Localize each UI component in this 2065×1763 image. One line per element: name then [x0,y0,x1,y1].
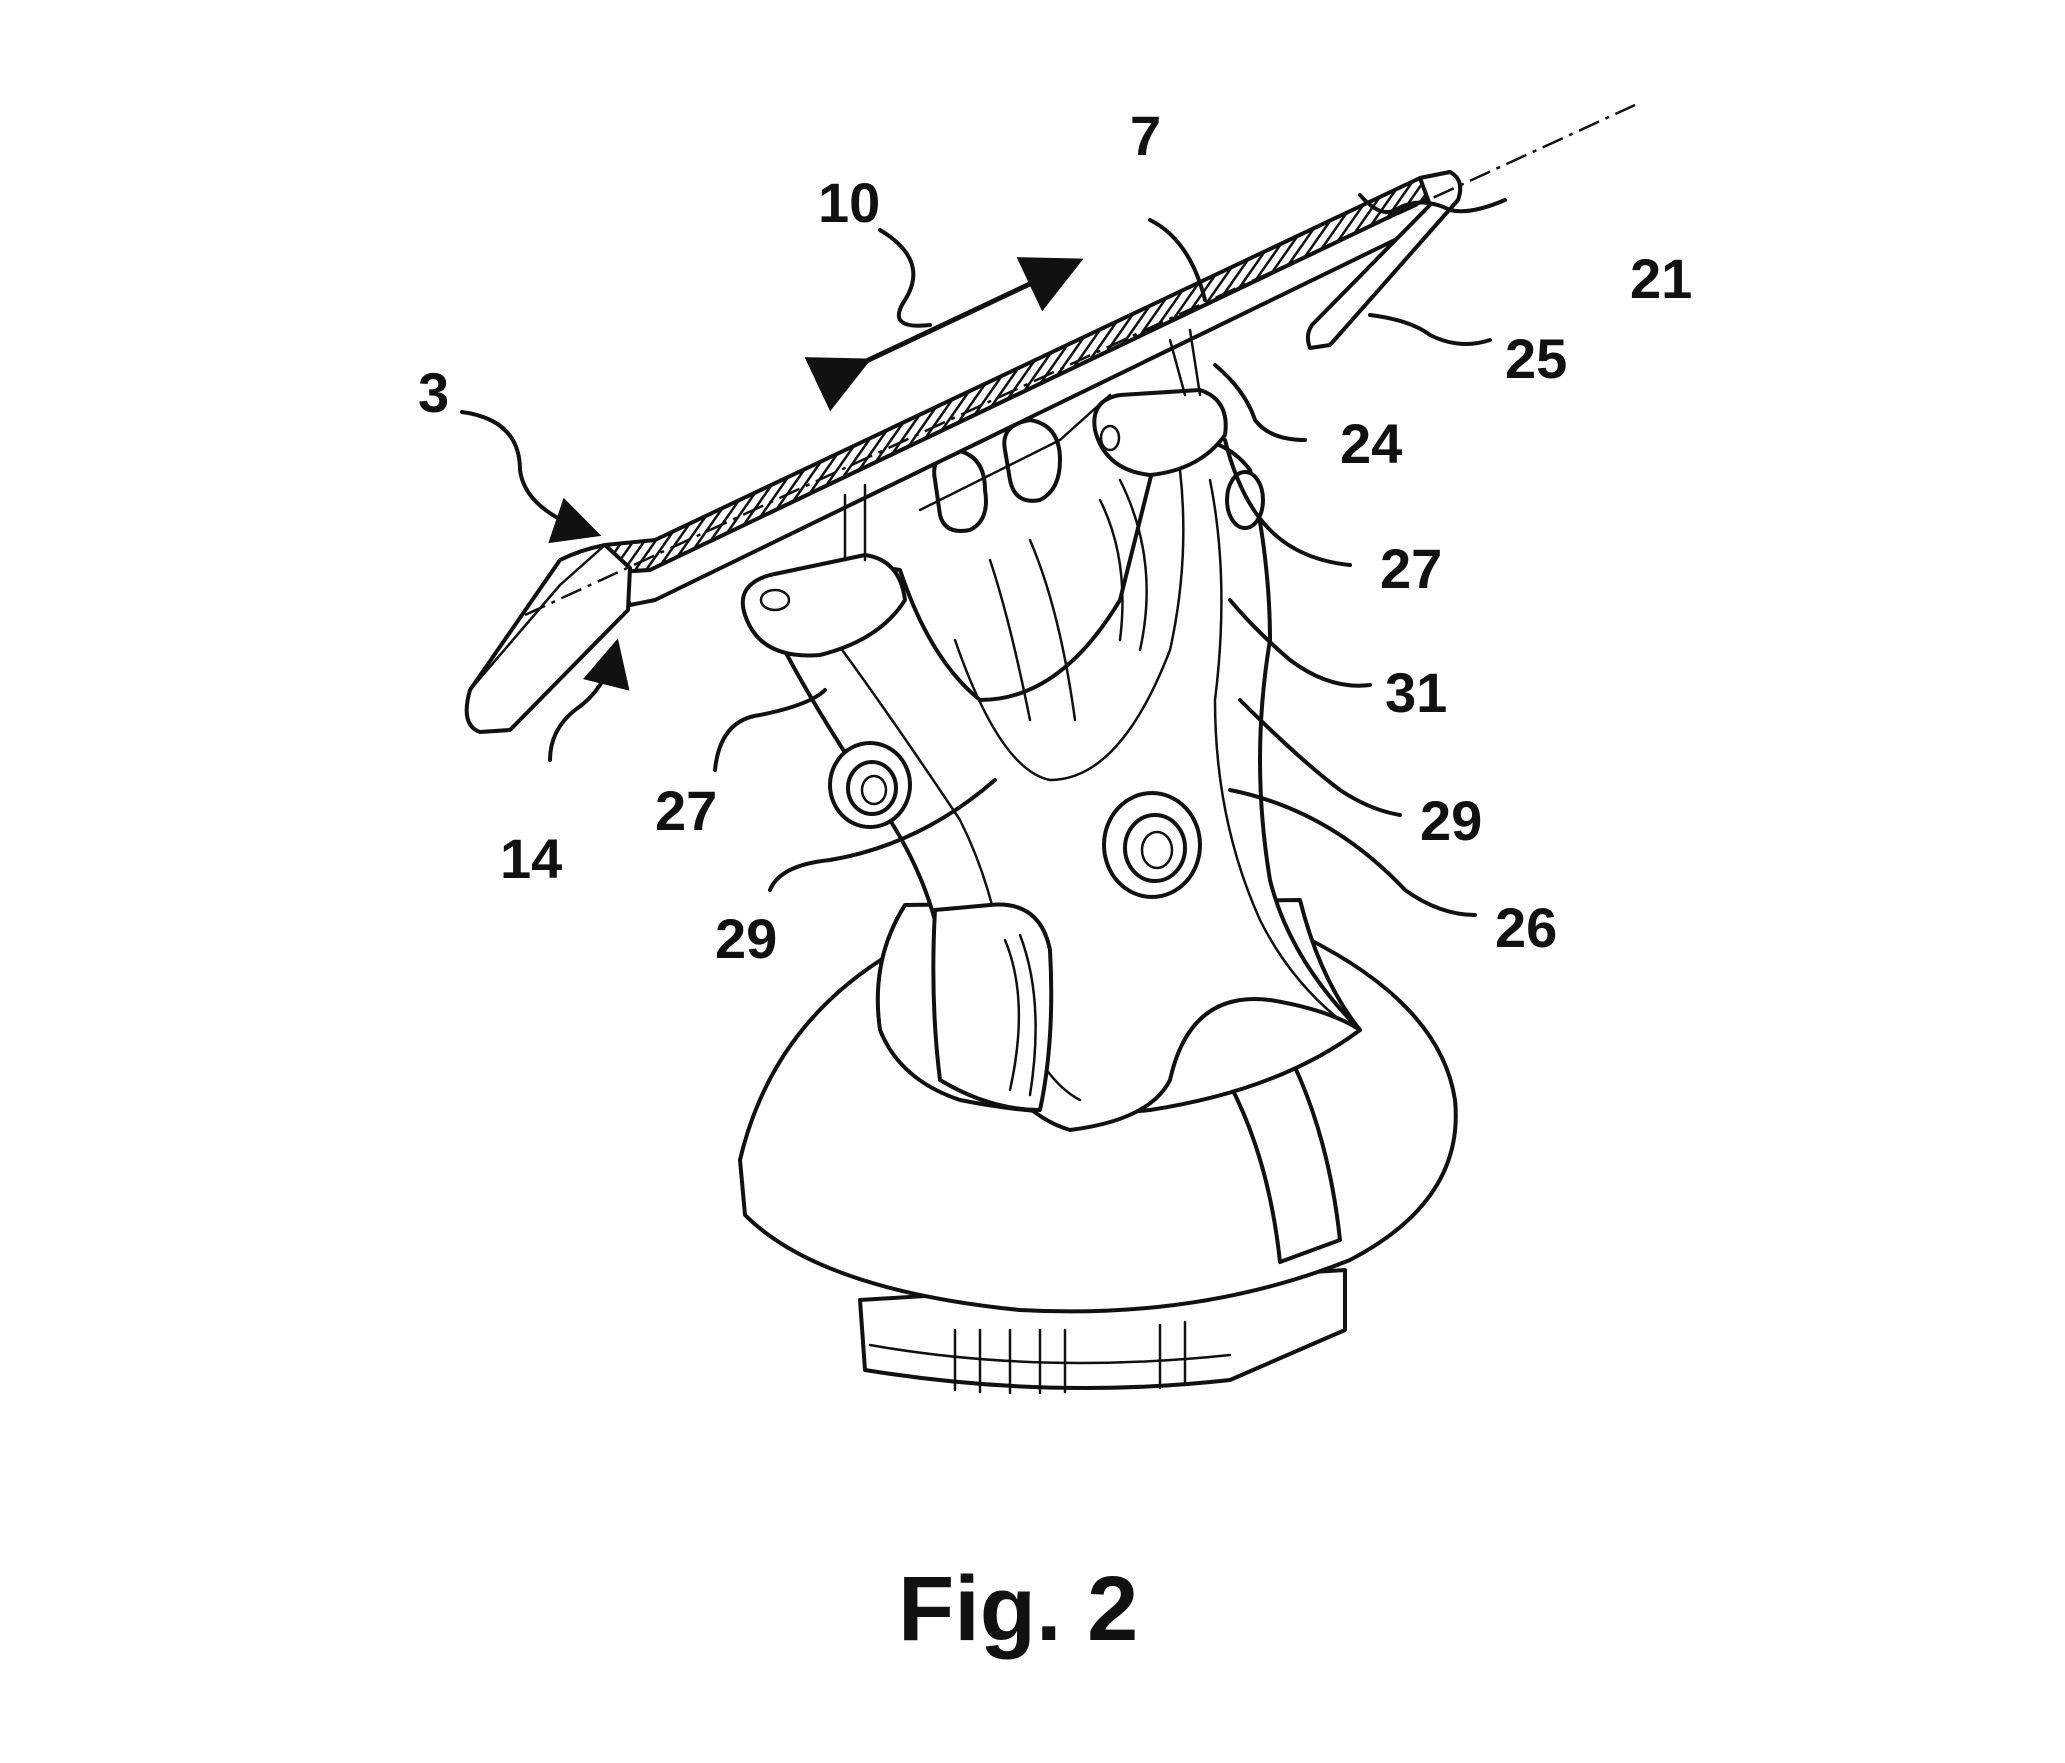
ref-label-29b: 29 [1420,789,1482,852]
leader-24 [1213,363,1307,442]
ref-label-27b: 27 [1380,537,1442,600]
ref-label-25: 25 [1505,327,1567,390]
direction-arrow [804,257,1084,412]
reference-numerals: 3 7 10 14 21 24 25 26 27 27 29 29 31 [418,104,1692,970]
leader-31 [1228,598,1372,688]
leader-26 [1228,788,1477,917]
ref-label-26: 26 [1495,896,1557,959]
leader-29a [768,778,997,892]
ref-label-21: 21 [1630,247,1692,310]
ref-label-10: 10 [818,171,880,234]
ref-label-29a: 29 [715,907,777,970]
leader-27a [713,688,827,772]
ear-left [740,553,907,658]
bracket-body [740,388,1362,1132]
leader-14 [548,638,630,762]
carrier-plate [464,170,1463,734]
pivot-bolt-left [828,741,912,829]
ref-label-24: 24 [1340,412,1402,475]
ref-label-7: 7 [1130,104,1161,167]
leader-10 [878,228,932,328]
ref-label-31: 31 [1385,661,1447,724]
ref-label-27a: 27 [655,779,717,842]
ear-right [1092,388,1228,477]
leader-29b [1238,698,1402,817]
figure-caption: Fig. 2 [898,1558,1138,1660]
leader-lines [460,193,1507,917]
ref-label-3: 3 [418,361,449,424]
end-cap-left [464,543,632,734]
window-opening [931,902,1054,1112]
leader-3 [460,410,602,544]
leader-21 [1358,193,1507,215]
plate-edge [616,186,1462,607]
leader-25 [1368,313,1492,346]
leader-7 [1148,218,1207,302]
plate-top-face [603,170,1452,574]
leader-27b [1223,438,1352,567]
end-cap-right [1305,170,1463,350]
knob-right [1002,418,1062,503]
pivot-bolt-right [1102,791,1202,899]
ref-label-14: 14 [500,827,562,890]
